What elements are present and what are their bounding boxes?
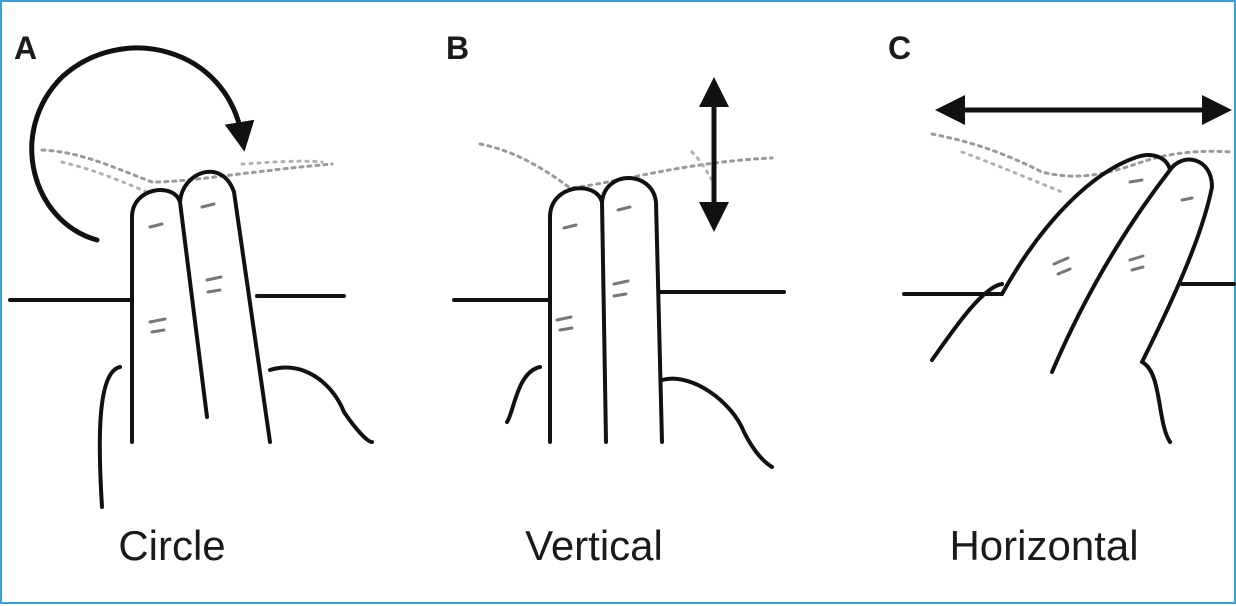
- panel-letter-a: A: [14, 30, 38, 66]
- skin-surface-line: [902, 282, 1236, 296]
- skin-surface-line: [452, 290, 786, 302]
- caption-vertical: Vertical: [525, 522, 663, 569]
- hand-outline: [930, 153, 1214, 444]
- caption-circle: Circle: [118, 522, 226, 569]
- dotted-texture: [930, 132, 1234, 178]
- circular-arrow: [29, 45, 255, 243]
- panel-c-illustration: [902, 95, 1236, 444]
- hand-outline: [505, 176, 774, 469]
- dotted-texture: [478, 142, 774, 190]
- panel-a-illustration: [8, 45, 374, 509]
- skin-surface-line: [8, 294, 346, 302]
- hand-outline: [97, 169, 374, 509]
- panel-letter-c: C: [888, 30, 912, 66]
- panel-b-illustration: [452, 77, 786, 469]
- finger-wrinkle: [555, 205, 632, 332]
- dotted-texture: [40, 148, 334, 184]
- panel-letter-b: B: [446, 30, 470, 66]
- dotted-texture: [60, 159, 324, 196]
- dotted-texture: [960, 150, 1064, 194]
- finger-wrinkle: [148, 202, 223, 334]
- finger-wrinkle: [1052, 178, 1194, 276]
- caption-horizontal: Horizontal: [949, 522, 1139, 569]
